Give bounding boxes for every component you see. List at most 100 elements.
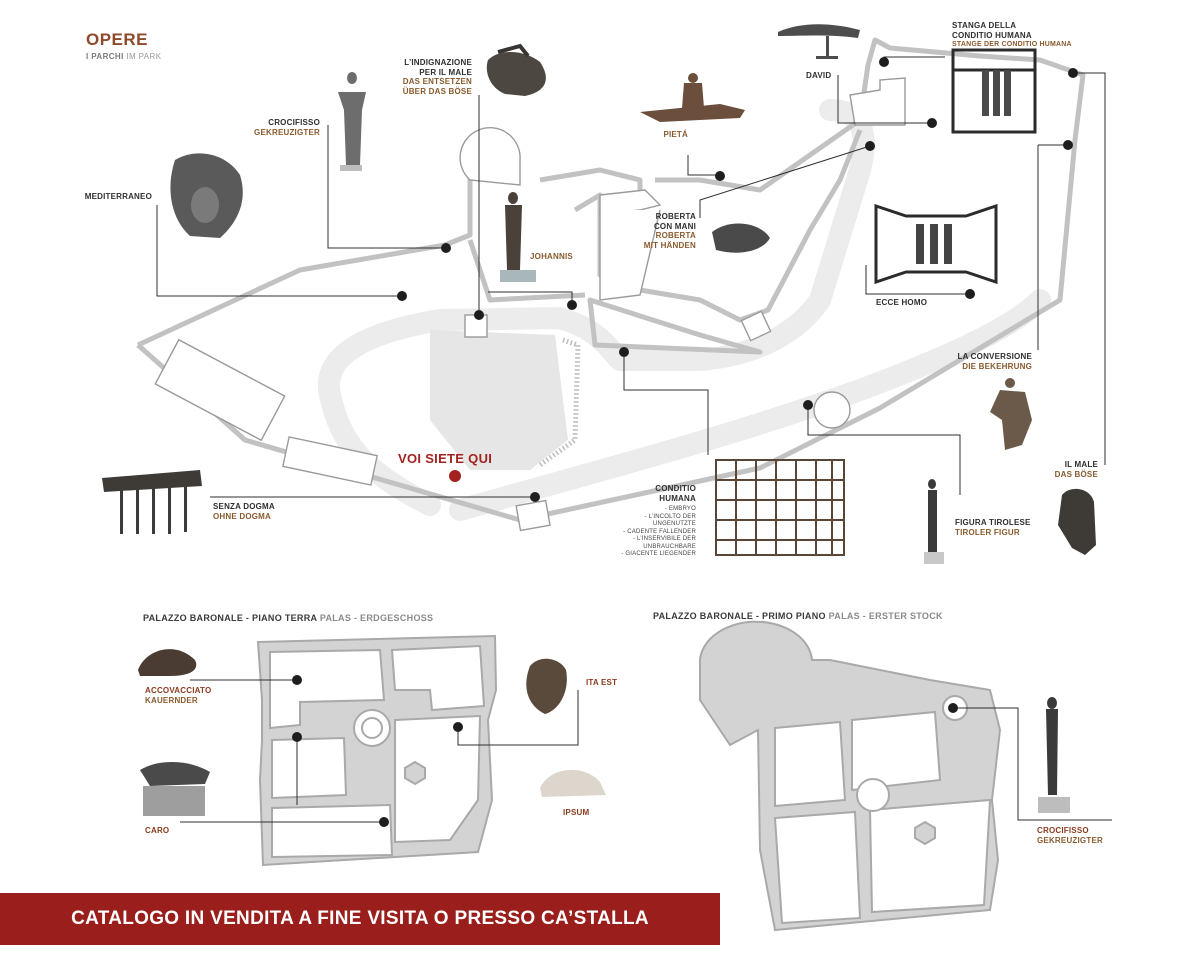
ground-floor-markers bbox=[292, 675, 463, 827]
label-title-1: CONDITIO bbox=[655, 484, 696, 493]
ecce-homo-sculpture bbox=[874, 203, 998, 285]
first-floor-plan bbox=[698, 620, 1002, 932]
label-title: IPSUM bbox=[563, 808, 590, 817]
label-sub: STANGE DER CONDITIO HUMANA bbox=[952, 41, 1072, 48]
conditio-item: - L’INCOLTO DER UNGENUTZTE bbox=[644, 513, 696, 528]
label-figura-tirolese[interactable]: FIGURA TIROLESE TIROLER FIGUR bbox=[955, 518, 1031, 537]
label-mediterraneo[interactable]: MEDITERRANEO bbox=[50, 192, 152, 202]
label-title: ACCOVACCIATO bbox=[145, 686, 212, 695]
conditio-humana-sculpture bbox=[715, 459, 845, 556]
senza-dogma-sculpture bbox=[102, 470, 202, 534]
label-title: ITA EST bbox=[586, 678, 618, 687]
first-floor-leaders bbox=[953, 707, 1112, 821]
label-title: SENZA DOGMA bbox=[213, 502, 275, 511]
label-ecce-homo[interactable]: ECCE HOMO bbox=[876, 298, 927, 308]
label-title: CARO bbox=[145, 826, 170, 835]
label-title: JOHANNIS bbox=[530, 252, 573, 261]
label-conversione[interactable]: LA CONVERSIONE DIE BEKEHRUNG bbox=[930, 352, 1032, 371]
roberta-sculpture bbox=[712, 223, 770, 253]
label-sub: DAS BÖSE bbox=[1054, 469, 1098, 479]
label-title: CROCIFISSO bbox=[1037, 826, 1089, 835]
label-conditio-humana[interactable]: CONDITIO HUMANA - EMBRYO - L’INCOLTO DER… bbox=[600, 484, 696, 559]
page-subtitle: I PARCHI IM PARK bbox=[86, 52, 161, 61]
park-buildings bbox=[154, 77, 906, 532]
you-are-here-marker bbox=[449, 470, 461, 482]
label-johannis[interactable]: JOHANNIS bbox=[530, 252, 573, 262]
ground-floor-leaders bbox=[180, 679, 579, 823]
pieta-sculpture bbox=[640, 73, 745, 122]
tirolese-sculpture bbox=[924, 479, 944, 564]
leader-lines bbox=[156, 56, 1106, 498]
male-sculpture bbox=[1058, 488, 1096, 555]
label-sub-2: ÜBER DAS BÖSE bbox=[402, 86, 472, 96]
catalog-banner: CATALOGO IN VENDITA A FINE VISITA O PRES… bbox=[0, 893, 720, 945]
label-title-2: PER IL MALE bbox=[419, 67, 472, 77]
label-sub-2: MIT HÄNDEN bbox=[643, 240, 696, 250]
label-caro[interactable]: CARO bbox=[145, 826, 169, 836]
ita-est-sculpture bbox=[526, 658, 567, 714]
label-david[interactable]: DAVID bbox=[806, 71, 831, 81]
label-title: ECCE HOMO bbox=[876, 298, 928, 307]
label-title-1: STANGA DELLA bbox=[952, 21, 1017, 30]
stanga-figures bbox=[982, 70, 1011, 116]
label-stanga[interactable]: STANGA DELLA CONDITIO HUMANA STANGE DER … bbox=[952, 21, 1072, 50]
label-sub: OHNE DOGMA bbox=[213, 511, 271, 521]
johannis-sculpture bbox=[500, 192, 536, 282]
section-title: PALAZZO BARONALE - PIANO TERRA bbox=[143, 613, 317, 623]
label-ipsum[interactable]: IPSUM bbox=[563, 808, 589, 818]
label-title: IL MALE bbox=[1064, 460, 1098, 469]
caro-sculpture bbox=[140, 761, 210, 816]
david-sculpture bbox=[778, 24, 860, 59]
map-header: OPERE I PARCHI IM PARK bbox=[86, 30, 161, 61]
section-sub: PALAS - ERSTER STOCK bbox=[828, 611, 943, 621]
label-sub-1: DAS ENTSETZEN bbox=[402, 77, 472, 86]
conditio-items: - EMBRYO - L’INCOLTO DER UNGENUTZTE - CA… bbox=[600, 506, 696, 559]
label-pieta[interactable]: PIETÁ bbox=[640, 130, 688, 140]
label-indignazione[interactable]: L’INDIGNAZIONE PER IL MALE DAS ENTSETZEN… bbox=[372, 58, 472, 96]
ground-floor-plan bbox=[256, 634, 498, 867]
label-sub: KAUERNDER bbox=[145, 695, 198, 705]
conditio-item: - GIACENTE LIEGENDER bbox=[621, 551, 696, 557]
plaza-area bbox=[430, 330, 568, 470]
conditio-item: - L’INSERVIBILE DER UNBRAUCHBARE bbox=[632, 536, 696, 550]
first-floor-marker bbox=[948, 703, 958, 713]
label-accovacciato[interactable]: ACCOVACCIATO KAUERNDER bbox=[145, 686, 211, 705]
label-ita-est[interactable]: ITA EST bbox=[586, 678, 617, 688]
label-senza-dogma[interactable]: SENZA DOGMA OHNE DOGMA bbox=[213, 502, 275, 521]
label-title-2: CONDITIO HUMANA bbox=[952, 30, 1032, 40]
page-title: OPERE bbox=[86, 30, 149, 49]
conditio-item: - EMBRYO bbox=[664, 506, 696, 512]
label-title-2: HUMANA bbox=[659, 493, 696, 503]
label-title-1: ROBERTA bbox=[655, 212, 696, 221]
crocifisso-sculpture bbox=[338, 72, 366, 171]
you-are-here-label: VOI SIETE QUI bbox=[398, 451, 493, 466]
label-title: FIGURA TIROLESE bbox=[955, 518, 1031, 527]
location-markers bbox=[397, 57, 1078, 502]
park-walkway bbox=[317, 99, 1051, 521]
label-title: DAVID bbox=[806, 71, 832, 80]
label-title-1: L’INDIGNAZIONE bbox=[404, 58, 472, 67]
conditio-item: - CADENTE FALLENDER bbox=[623, 528, 696, 535]
section-title: PALAZZO BARONALE - PRIMO PIANO bbox=[653, 611, 826, 621]
label-title-2: CON MANI bbox=[653, 221, 696, 231]
banner-text: CATALOGO IN VENDITA A FINE VISITA O PRES… bbox=[71, 908, 649, 929]
label-title: MEDITERRANEO bbox=[84, 192, 152, 201]
label-sub: TIROLER FIGUR bbox=[955, 527, 1020, 537]
section-sub: PALAS - ERDGESCHOSS bbox=[319, 613, 434, 623]
label-roberta[interactable]: ROBERTA CON MANI ROBERTA MIT HÄNDEN bbox=[620, 212, 696, 250]
label-crocifisso[interactable]: CROCIFISSO GEKREUZIGTER bbox=[232, 118, 320, 137]
label-title: LA CONVERSIONE bbox=[957, 352, 1032, 361]
label-il-male[interactable]: IL MALE DAS BÖSE bbox=[1040, 460, 1098, 479]
staircase bbox=[538, 337, 581, 468]
conversione-sculpture bbox=[990, 378, 1032, 450]
label-sub: DIE BEKEHRUNG bbox=[962, 361, 1032, 371]
label-sub: GEKREUZIGTER bbox=[1037, 835, 1103, 845]
label-sub: GEKREUZIGTER bbox=[254, 127, 320, 137]
label-title: PIETÁ bbox=[663, 130, 688, 139]
ipsum-sculpture bbox=[540, 769, 606, 797]
label-crocifisso-2[interactable]: CROCIFISSO GEKREUZIGTER bbox=[1037, 826, 1103, 845]
label-title: CROCIFISSO bbox=[268, 118, 320, 127]
accovacciato-sculpture bbox=[138, 649, 197, 676]
section-first-floor: PALAZZO BARONALE - PRIMO PIANO PALAS - E… bbox=[653, 611, 943, 621]
